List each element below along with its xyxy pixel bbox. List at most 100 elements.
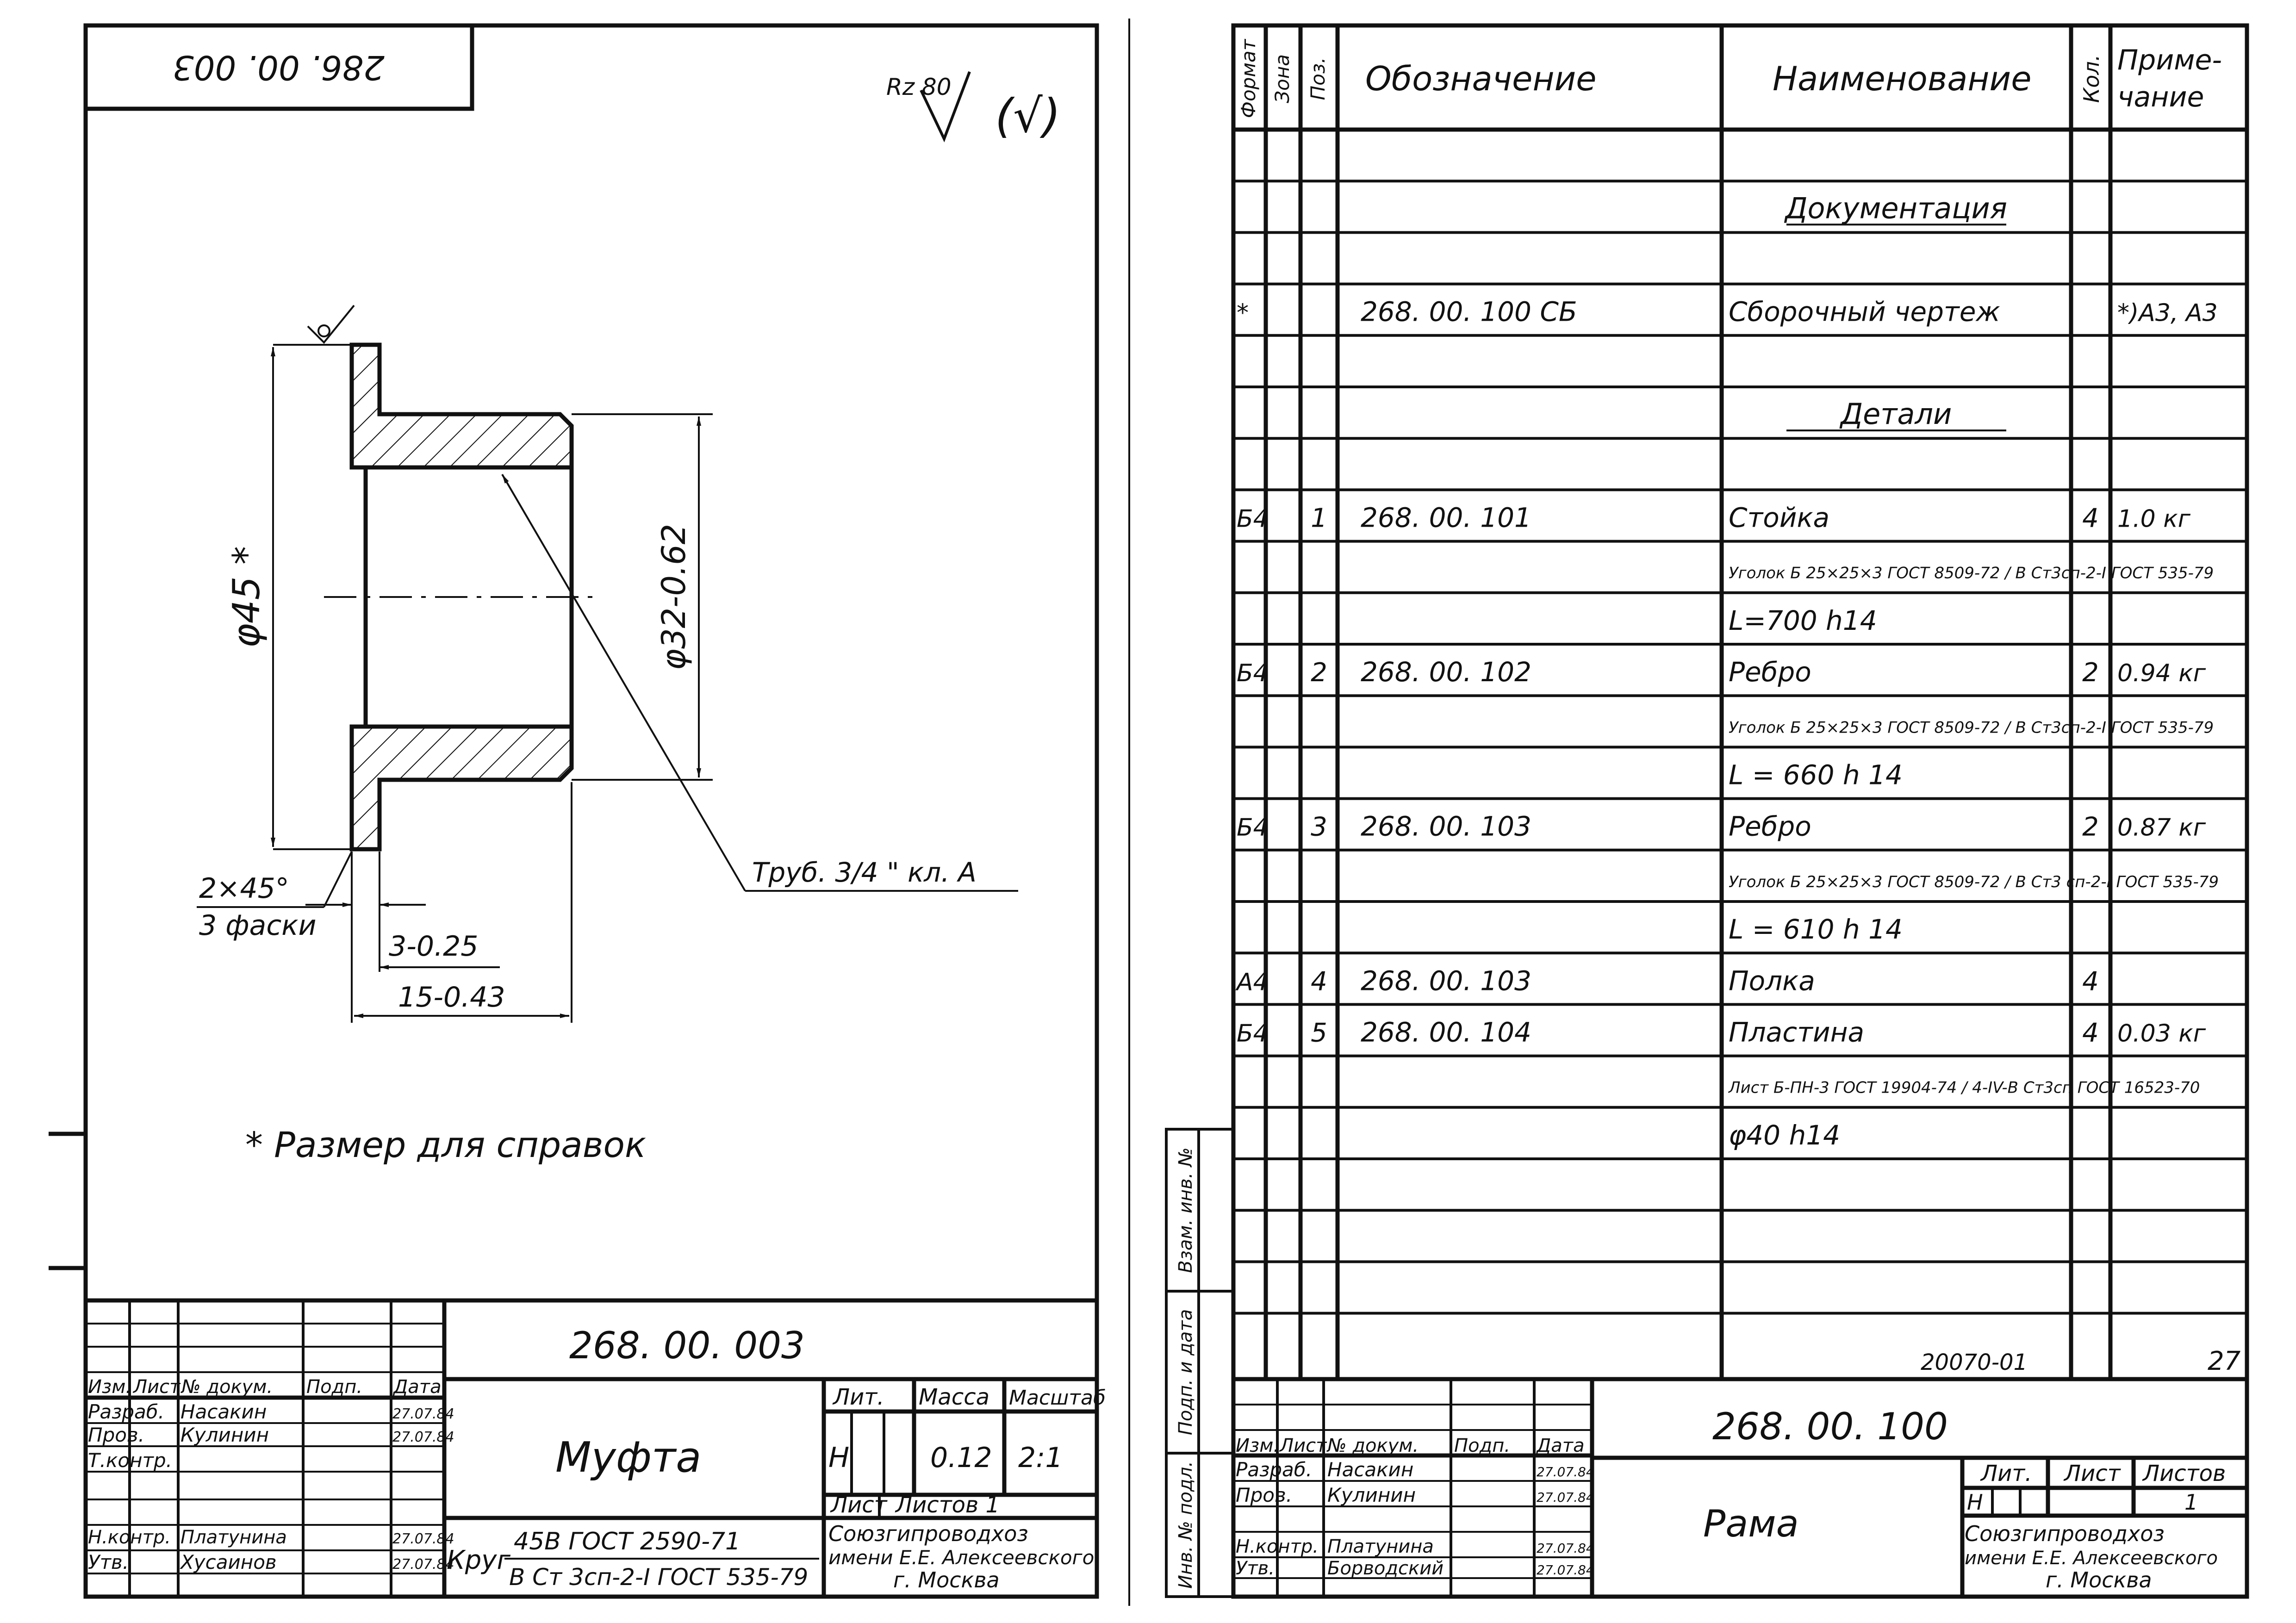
tb1-material-prefix: Круг <box>447 1545 510 1575</box>
hdr-name: Наименование <box>1773 59 2032 98</box>
spec-name: φ40 h14 <box>1729 1119 1840 1151</box>
tb1-date-3: 27.07.84 <box>392 1531 454 1547</box>
tb1-sheets-label: Листов 1 <box>895 1492 1000 1518</box>
spec-name: Уголок Б 25×25×3 ГОСТ 8509-72 / В Ст3сп-… <box>1729 718 2214 737</box>
tb1-hdr-sign: Подп. <box>306 1376 362 1398</box>
spec-designation: 268. 00. 100 СБ <box>1361 296 1577 328</box>
spec-format: Б4 <box>1237 659 1269 687</box>
tb2-date-4: 27.07.84 <box>1537 1562 1594 1578</box>
spec-designation: 268. 00. 104 <box>1361 1016 1531 1048</box>
tb1-role-0: Разраб. <box>88 1400 164 1423</box>
chamfer-note-1: 2×45° <box>199 872 289 905</box>
tb2-lit-value: Н <box>1967 1490 1983 1515</box>
tb1-role-3: Н.контр. <box>88 1527 171 1548</box>
tb2-name-4: Борводский <box>1327 1558 1444 1579</box>
tb2-sheets-header: Листов <box>2142 1461 2226 1486</box>
tb1-name-4: Хусаинов <box>180 1551 277 1573</box>
tb1-date-0: 27.07.84 <box>392 1406 454 1422</box>
spec-section-heading: Детали <box>1839 397 1952 431</box>
spec-note: *)А3, А3 <box>2117 299 2218 327</box>
spec-section-heading: Документация <box>1784 191 2007 225</box>
spec-pos: 5 <box>1311 1018 1327 1048</box>
tb1-scale-header: Масштаб <box>1009 1386 1106 1410</box>
tb2-role-4: Утв. <box>1236 1558 1275 1579</box>
tb1-hdr-doc: № докум. <box>180 1376 273 1398</box>
tb1-hdr-list: Лист <box>132 1376 181 1398</box>
tb2-designation: 268. 00. 100 <box>1712 1405 1948 1448</box>
hdr-designation: Обозначение <box>1365 59 1597 98</box>
dim-flange-width: 3-0.25 <box>389 930 478 963</box>
tb1-sheet-label: Лист <box>830 1492 888 1518</box>
tb2-date-0: 27.07.84 <box>1537 1464 1594 1480</box>
roughness-mark: Rz 80 (√) <box>886 71 1061 143</box>
tb1-material-bottom: В Ст 3сп-2-I ГОСТ 535-79 <box>509 1564 808 1591</box>
pipe-callout: Труб. 3/4 " кл. А <box>752 857 977 888</box>
tb1-material-top: 45В ГОСТ 2590-71 <box>514 1528 740 1555</box>
spec-format: А4 <box>1235 968 1269 996</box>
hdr-note-2: чание <box>2117 81 2204 113</box>
tb1-role-1: Пров. <box>88 1424 144 1446</box>
title-block-1: Изм. Лист № докум. Подп. Дата Разраб. На… <box>83 1298 1106 1599</box>
spec-qty: 4 <box>2082 1018 2099 1048</box>
section-hatch-top <box>352 345 572 467</box>
tb2-hdr-date: Дата <box>1536 1435 1585 1456</box>
part-section: φ45 * φ32-0.62 Труб. 3/4 " кл. А 2×45° 3… <box>197 305 1018 1023</box>
footer-code: 20070-01 <box>1921 1349 2028 1375</box>
dim-outer-diameter: φ45 * <box>225 546 268 648</box>
spec-name: L = 610 h 14 <box>1729 914 1903 945</box>
side-vzam-inv: Взам. инв. № <box>1175 1147 1196 1273</box>
tb2-hdr-izm: Изм. <box>1236 1435 1279 1456</box>
tb1-part-name: Муфта <box>555 1433 701 1482</box>
reference-note: * Размер для справок <box>245 1124 646 1165</box>
tb2-org-3: г. Москва <box>2046 1567 2152 1592</box>
spec-designation: 268. 00. 103 <box>1361 965 1531 996</box>
spec-note: 0.03 кг <box>2117 1020 2206 1047</box>
hdr-pos: Поз. <box>1307 57 1329 100</box>
spec-name: Полка <box>1729 965 1815 996</box>
spec-name: Пластина <box>1729 1016 1864 1048</box>
spec-pos: 2 <box>1311 658 1327 688</box>
spec-name: Лист Б-ПН-3 ГОСТ 19904-74 / 4-IV-В Ст3сп… <box>1728 1079 2200 1097</box>
tb1-mass-header: Масса <box>919 1384 989 1410</box>
rotated-code-box <box>83 23 474 111</box>
chamfer-note-2: 3 фаски <box>199 909 317 942</box>
hdr-qty: Кол. <box>2079 55 2104 103</box>
tb2-sheets-value: 1 <box>2184 1490 2198 1515</box>
tb1-mass-value: 0.12 <box>930 1442 992 1474</box>
tb1-role-2: Т.контр. <box>88 1449 172 1472</box>
spec-qty: 4 <box>2082 966 2099 996</box>
sheet-2: Формат Зона Поз. Обозначение Наименовани… <box>1165 23 2249 1599</box>
spec-name: Ребро <box>1729 811 1811 842</box>
tb1-org-1: Союзгипроводхоз <box>828 1521 1028 1546</box>
hdr-note-1: Приме- <box>2117 44 2222 76</box>
spec-name: Стойка <box>1729 502 1829 533</box>
side-podp-data: Подп. и дата <box>1175 1309 1196 1435</box>
tb1-name-3: Платунина <box>180 1527 287 1548</box>
tb2-org-2: имени Е.Е. Алексеевского <box>1965 1548 2218 1569</box>
roughness-bracket: (√) <box>995 89 1061 143</box>
tb2-hdr-sign: Подп. <box>1454 1435 1510 1456</box>
hdr-format: Формат <box>1237 38 1260 118</box>
tb2-date-1: 27.07.84 <box>1537 1490 1594 1505</box>
spec-name: Уголок Б 25×25×3 ГОСТ 8509-72 / В Ст3сп-… <box>1729 564 2214 583</box>
section-hatch-bottom <box>352 727 572 849</box>
tb1-org-3: г. Москва <box>893 1567 1000 1592</box>
roughness-label: Rz 80 <box>886 74 952 100</box>
hdr-zone: Зона <box>1271 54 1294 103</box>
spec-qty: 2 <box>2082 812 2099 842</box>
spec-qty: 4 <box>2082 503 2099 533</box>
spec-format: Б4 <box>1237 505 1269 533</box>
tb2-name-1: Кулинин <box>1327 1484 1416 1506</box>
tb2-list-header: Лист <box>2063 1461 2122 1486</box>
tb1-date-4: 27.07.84 <box>392 1556 454 1573</box>
spec-qty: 2 <box>2082 658 2099 688</box>
tb2-hdr-list: Лист <box>1279 1435 1327 1456</box>
spec-name: Уголок Б 25×25×3 ГОСТ 8509-72 / В Ст3 сп… <box>1729 873 2219 891</box>
tb2-assembly-name: Рама <box>1703 1502 1799 1545</box>
spec-note: 0.94 кг <box>2117 659 2206 687</box>
page-number: 27 <box>2208 1346 2241 1376</box>
tb1-date-1: 27.07.84 <box>392 1429 454 1445</box>
tb1-hdr-date: Дата <box>392 1376 442 1398</box>
spec-row-lines <box>1233 180 2247 1315</box>
